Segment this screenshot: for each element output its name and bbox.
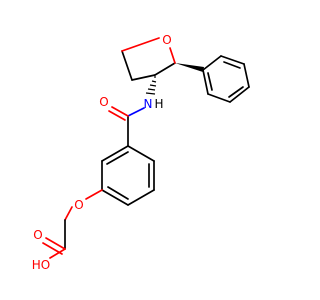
bond-ether-o-ch2 [64,206,73,221]
hashed-wedge-c3-n [145,76,157,95]
bond-carboxyl-o-1 [45,237,66,250]
amide-oxygen-label: O [99,95,108,109]
amide-group [108,106,145,147]
bond-carbonyl-o-1 [111,106,129,117]
bond-c5-c4 [121,50,133,81]
tetrahydrofuran-ring [121,37,176,81]
hydroxyl-label: HO [32,258,50,272]
ether-oxygen-label: O [74,198,83,212]
bold-wedge-c2-phenyl [175,63,204,72]
bond-o1-c5 [121,37,160,52]
ether-acid-chain [42,189,103,259]
amide-hydrogen-label: H [154,97,163,111]
bond-carbonyl-o-2 [108,110,126,121]
benzene-ring [101,145,155,206]
bond-carboxyl-oh [49,248,66,259]
bond-ring-ether-o [85,189,103,200]
carbonyl-oxygen-label: O [33,228,42,242]
ring-oxygen-label: O [162,33,171,47]
bond-c4-c3 [131,74,156,81]
amide-nitrogen-label: N [144,97,153,111]
bond-c3-c2 [154,62,176,76]
bond-c2-o1 [169,47,176,64]
phenyl-ring [202,55,250,103]
molecule-structure: O O N H O O HO [32,33,250,272]
bond-n-carbonyl [127,107,145,117]
